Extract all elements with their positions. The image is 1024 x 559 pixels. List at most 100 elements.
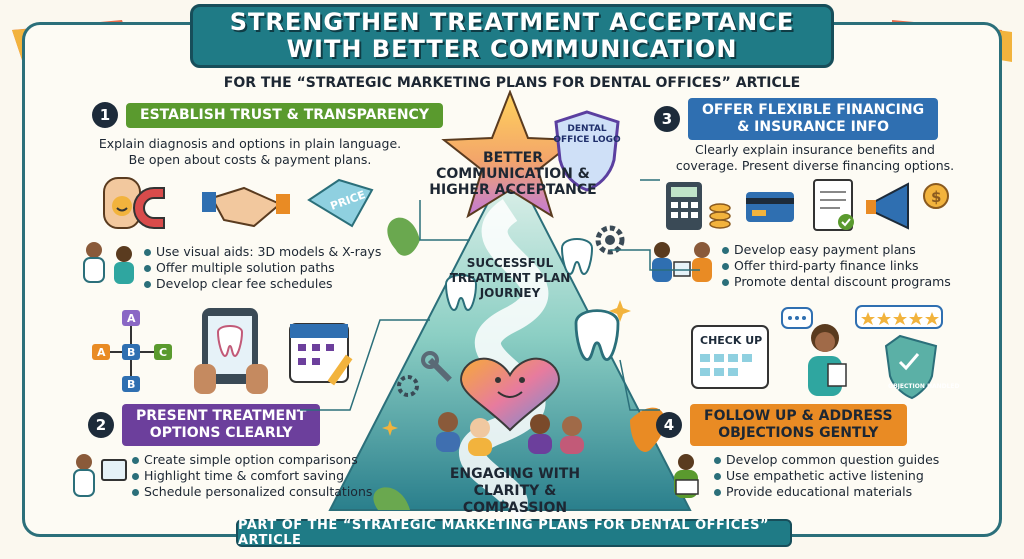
section-4-icons: CHECK UP OBJECTION HANDLED	[691, 305, 960, 400]
section-3-desc-line-1: Clearly explain insurance benefits and	[695, 142, 935, 157]
section-4-header: 4 FOLLOW UP & ADDRESS OBJECTIONS GENTLY	[656, 404, 907, 446]
bullet-text: Use empathetic active listening	[726, 468, 924, 483]
section-1-header: 1 ESTABLISH TRUST & TRANSPARENCY	[92, 102, 443, 128]
bullet-item: Provide educational materials	[714, 484, 939, 500]
leaf-icon	[387, 217, 420, 256]
hand-icon	[103, 177, 141, 229]
svg-text:A: A	[127, 312, 136, 325]
bullet-text: Offer third-party finance links	[734, 258, 919, 273]
section-4-heading-line-1: FOLLOW UP & ADDRESS	[704, 408, 893, 424]
section-3-desc-line-2: coverage. Present diverse financing opti…	[675, 158, 955, 173]
section-3-header: 3 OFFER FLEXIBLE FINANCING & INSURANCE I…	[654, 98, 939, 140]
section-2-heading: PRESENT TREATMENT OPTIONS CLEARLY	[122, 404, 321, 446]
bottom-tagline-line-1: ENGAGING WITH	[449, 466, 581, 482]
magnet-icon	[133, 187, 165, 229]
section-3-heading-line-2: & INSURANCE INFO	[737, 119, 889, 135]
section-2-icons: A A B C B	[92, 308, 353, 394]
leaf-icon	[630, 407, 665, 452]
bottom-tagline: ENGAGING WITH CLARITY & COMPASSION	[420, 466, 610, 517]
logo-text: DENTAL OFFICE LOGO	[553, 124, 621, 145]
document-check-icon	[813, 179, 854, 231]
section-3-number: 3	[654, 106, 680, 132]
section-4-heading: FOLLOW UP & ADDRESS OBJECTIONS GENTLY	[690, 404, 907, 446]
price-tag-icon: PRICE	[307, 178, 374, 228]
objection-handled-shield-icon: OBJECTION HANDLED	[884, 334, 960, 400]
svg-text:C: C	[159, 346, 167, 359]
consultation-icon	[73, 454, 127, 497]
section-3-icons: $	[666, 179, 949, 231]
section-3-bullets: Develop easy payment plans Offer third-p…	[722, 242, 951, 290]
credit-card-icon	[746, 192, 794, 222]
dentist-patient-icon	[83, 242, 134, 284]
bullet-text: Develop clear fee schedules	[156, 276, 333, 291]
section-2-heading-line-1: PRESENT TREATMENT	[136, 408, 307, 424]
objection-badge-label: OBJECTION HANDLED	[888, 383, 960, 390]
chat-bubble-icon	[781, 307, 813, 329]
leaf-icon	[373, 487, 410, 510]
bullet-item: Use visual aids: 3D models & X-rays	[144, 244, 381, 260]
bullet-item: Schedule personalized consultations	[132, 484, 372, 500]
section-3-heading-line-1: OFFER FLEXIBLE FINANCING	[702, 102, 925, 118]
section-1-number: 1	[92, 102, 118, 128]
section-1-description: Explain diagnosis and options in plain l…	[80, 136, 420, 168]
title-line-2: WITH BETTER COMMUNICATION	[286, 35, 738, 63]
phone-person-icon	[808, 324, 847, 396]
bullet-item: Promote dental discount programs	[722, 274, 951, 290]
section-1-heading: ESTABLISH TRUST & TRANSPARENCY	[126, 102, 443, 128]
title-line-1: STRENGTHEN TREATMENT ACCEPTANCE	[229, 8, 795, 36]
bullet-item: Develop common question guides	[714, 452, 939, 468]
bullet-text: Promote dental discount programs	[734, 274, 951, 289]
bottom-tagline-line-2: CLARITY & COMPASSION	[462, 483, 568, 516]
section-1-desc-line-2: Be open about costs & payment plans.	[128, 152, 372, 167]
flowchart-icon: A A B C B	[92, 310, 172, 392]
bullet-item: Use empathetic active listening	[714, 468, 939, 484]
bullet-item: Highlight time & comfort saving	[132, 468, 372, 484]
heart-icon	[460, 357, 560, 432]
reading-person-icon	[674, 454, 699, 498]
checkup-calendar-icon: CHECK UP	[691, 325, 769, 389]
calendar-icon	[289, 323, 353, 386]
section-1-desc-line-1: Explain diagnosis and options in plain l…	[98, 136, 402, 151]
bullet-item: Offer multiple solution paths	[144, 260, 381, 276]
section-4-number: 4	[656, 412, 682, 438]
section-4-bullets: Develop common question guides Use empat…	[714, 452, 939, 500]
five-star-rating-icon	[855, 305, 943, 329]
bullet-text: Schedule personalized consultations	[144, 484, 373, 499]
dollar-coin-icon: $	[923, 183, 949, 209]
title-banner: STRENGTHEN TREATMENT ACCEPTANCE WITH BET…	[190, 4, 834, 68]
section-2-heading-line-2: OPTIONS CLEARLY	[149, 425, 293, 441]
handshake-icon	[202, 186, 290, 228]
megaphone-icon	[866, 182, 909, 230]
bullet-item: Develop clear fee schedules	[144, 276, 381, 292]
people-group-icon	[436, 412, 584, 456]
bullet-text: Provide educational materials	[726, 484, 913, 499]
bullet-text: Offer multiple solution paths	[156, 260, 335, 275]
section-4-heading-line-2: OBJECTIONS GENTLY	[718, 425, 879, 441]
bullet-text: Develop common question guides	[726, 452, 940, 467]
bullet-item: Develop easy payment plans	[722, 242, 951, 258]
svg-text:B: B	[127, 378, 135, 391]
section-3-heading: OFFER FLEXIBLE FINANCING & INSURANCE INF…	[688, 98, 939, 140]
center-journey-illustration	[328, 90, 692, 520]
tablet-tooth-icon	[194, 308, 268, 394]
subtitle: FOR THE “STRATEGIC MARKETING PLANS FOR D…	[223, 75, 801, 91]
checkup-label: CHECK UP	[700, 334, 762, 347]
section-2-header: 2 PRESENT TREATMENT OPTIONS CLEARLY	[88, 404, 321, 446]
svg-text:A: A	[97, 346, 106, 359]
section-1-icons: PRICE	[103, 177, 374, 229]
bullet-item: Create simple option comparisons	[132, 452, 372, 468]
bullet-text: Highlight time & comfort saving	[144, 468, 344, 483]
section-1-bullets: Use visual aids: 3D models & X-rays Offe…	[144, 244, 381, 292]
bullet-text: Develop easy payment plans	[734, 242, 916, 257]
coins-icon	[709, 203, 731, 229]
gear-icon	[595, 225, 625, 255]
section-2-number: 2	[88, 412, 114, 438]
star-text: BETTER COMMUNICATION & HIGHER ACCEPTANCE	[429, 150, 597, 198]
tooth-icon	[444, 274, 478, 312]
sparkle-icon	[382, 300, 631, 436]
dental-office-logo	[554, 110, 620, 192]
footer-banner: PART OF THE “STRATEGIC MARKETING PLANS F…	[236, 518, 792, 548]
bullet-item: Offer third-party finance links	[722, 258, 951, 274]
section-3-description: Clearly explain insurance benefits and c…	[650, 142, 980, 174]
tooth-icon	[560, 238, 594, 276]
